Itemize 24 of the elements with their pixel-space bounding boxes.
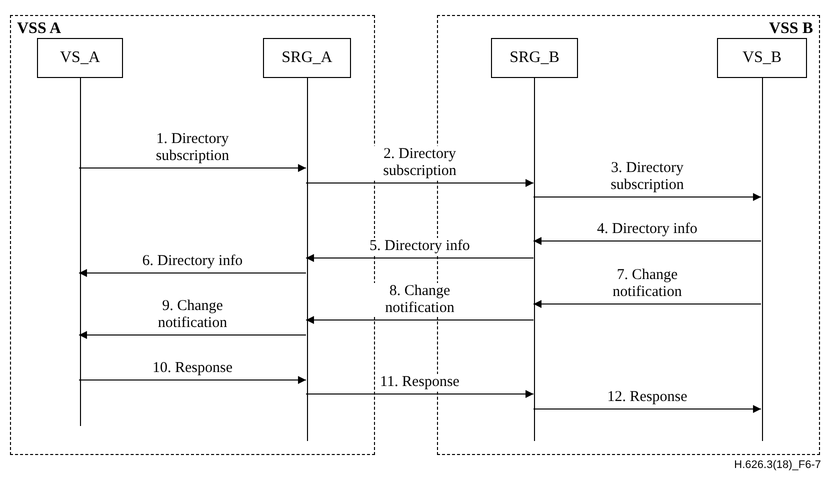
message-arrow: [533, 405, 762, 413]
message-label: 11. Response: [378, 374, 462, 391]
message-arrow: [533, 237, 762, 245]
message-label: 4. Directory info: [595, 221, 700, 238]
message-arrow: [78, 376, 306, 384]
message-arrow: [306, 390, 534, 398]
message-arrow: [306, 254, 534, 262]
message-arrow: [533, 300, 762, 308]
participant-box: SRG_A: [263, 38, 351, 78]
message-arrow: [78, 164, 306, 172]
message-arrow: [78, 269, 306, 277]
message-label: 5. Directory info: [368, 238, 472, 255]
message-label: 10. Response: [150, 360, 234, 377]
message-arrow: [306, 179, 534, 187]
participant-box: VS_A: [37, 38, 123, 78]
message-arrow: [533, 193, 762, 201]
message-arrow: [78, 331, 306, 339]
group-title: VSS B: [768, 20, 813, 38]
participant-box: VS_B: [717, 38, 807, 78]
group-title: VSS A: [17, 20, 62, 38]
participant-box: SRG_B: [491, 38, 578, 78]
message-arrow: [306, 316, 534, 324]
figure-number: H.626.3(18)_F6-7: [734, 459, 821, 471]
message-label: 6. Directory info: [140, 253, 245, 270]
